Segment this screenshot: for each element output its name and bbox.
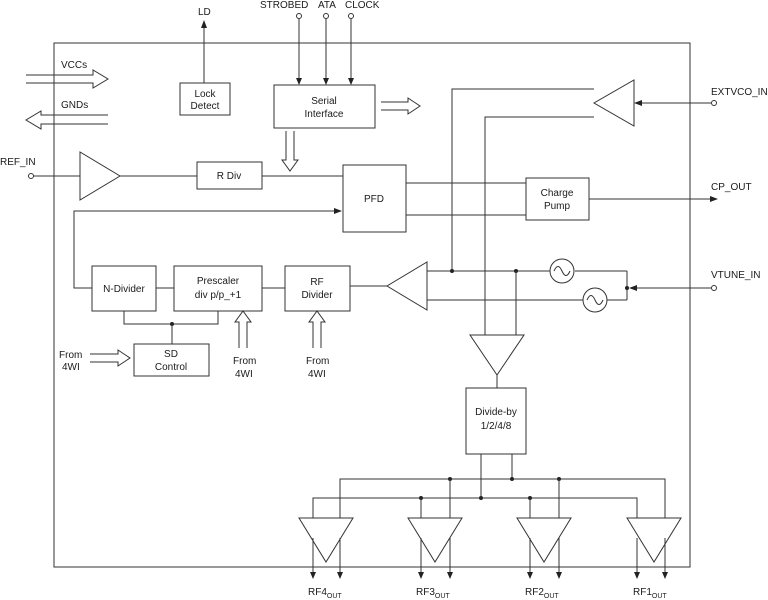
pin-extvco-in xyxy=(711,100,717,106)
from-4wi-right-2: 4WI xyxy=(308,369,326,380)
sd-control-label-1: SD xyxy=(164,349,178,360)
rf2-out-label: RF2OUT xyxy=(525,587,559,600)
extvco-down-wire-2 xyxy=(484,116,594,335)
vco-tap-dot-1 xyxy=(450,269,454,273)
rf4-buffer xyxy=(298,517,354,563)
charge-pump-label-2: Pump xyxy=(544,201,571,212)
pin-strobed xyxy=(296,13,302,19)
rf1-output-arrows xyxy=(634,538,668,579)
pin-label-clock: CLOCK xyxy=(345,0,380,11)
rf-buffer xyxy=(386,261,428,311)
rf4-out-label: RF4OUT xyxy=(308,587,342,600)
vtune-arrowhead xyxy=(629,285,637,291)
from-4wi-left-1: From xyxy=(59,350,82,361)
charge-pump-label-1: Charge xyxy=(541,188,574,199)
output-driver-buffer xyxy=(469,334,525,376)
rf1-out-label: RF1OUT xyxy=(633,587,667,600)
serial-interface-block xyxy=(273,84,376,129)
vtune-node-dot xyxy=(625,286,629,290)
from-4wi-mid-2: 4WI xyxy=(235,369,253,380)
ref-buffer xyxy=(79,151,121,201)
r-div-label: R Div xyxy=(217,171,241,182)
strobed-arrowhead xyxy=(296,78,302,85)
divide-by-block xyxy=(465,387,527,455)
from-4wi-left-2: 4WI xyxy=(62,362,80,373)
rf2-buffer xyxy=(516,517,572,563)
lock-detect-block xyxy=(179,82,231,116)
from-4wi-right-1: From xyxy=(306,356,329,367)
vccs-arrow xyxy=(26,69,109,89)
prescaler-label-2: div p/p_+1 xyxy=(195,290,242,301)
divide-by-label-1: Divide-by xyxy=(475,407,517,418)
pfd-block xyxy=(342,164,407,233)
pin-label-ref-in: REF_IN xyxy=(0,157,36,168)
pin-clock xyxy=(348,13,354,19)
ata-arrowhead xyxy=(323,78,329,85)
vccs-label: VCCs xyxy=(61,60,87,71)
extvco-buffer xyxy=(592,79,635,127)
pin-label-strobed: STROBED xyxy=(260,0,308,11)
vco1-sine-icon xyxy=(553,266,571,276)
gnds-arrow xyxy=(25,110,108,130)
serial-down-arrow xyxy=(281,131,299,172)
ld-arrowhead xyxy=(201,20,207,28)
feedback-arrowhead xyxy=(334,208,342,214)
rf1-buffer xyxy=(626,517,682,563)
divide-by-label-2: 1/2/4/8 xyxy=(481,421,512,432)
vco2-sine-icon xyxy=(586,295,604,305)
rf3-output-arrows xyxy=(418,538,453,579)
rf3-out-label: RF3OUT xyxy=(416,587,450,600)
clock-arrowhead xyxy=(348,78,354,85)
pin-label-vtune-in: VTUNE_IN xyxy=(711,270,760,281)
upper-bus-dot-2 xyxy=(510,477,514,481)
lower-output-bus xyxy=(312,497,638,518)
feedback-wire xyxy=(73,210,336,289)
pin-label-ld: LD xyxy=(198,7,211,18)
cp-out-arrowhead xyxy=(710,196,718,202)
prescaler-block xyxy=(173,265,263,312)
rf-divider-label-1: RF xyxy=(310,277,323,288)
prescaler-label-1: Prescaler xyxy=(197,276,240,287)
n-divider-block xyxy=(91,265,157,312)
extvco-arrowhead xyxy=(634,100,642,106)
pin-ref-in xyxy=(28,173,34,179)
pin-label-extvco-in: EXTVCO_IN xyxy=(711,87,768,98)
serial-out-arrow xyxy=(381,97,421,115)
rf3-buffer xyxy=(407,517,463,563)
from-4wi-rfdiv-arrow xyxy=(308,310,326,348)
pfd-label: PFD xyxy=(364,194,384,205)
rf4-output-arrows xyxy=(310,538,343,579)
pin-vtune-in xyxy=(711,285,717,291)
from-4wi-mid-1: From xyxy=(233,356,256,367)
extvco-buffer-out-wire xyxy=(451,88,594,271)
sd-control-bus xyxy=(123,311,219,325)
serial-interface-label-2: Interface xyxy=(305,109,344,120)
charge-pump-block xyxy=(525,177,590,221)
rf2-output-arrows xyxy=(527,538,562,579)
pin-label-cp-out: CP_OUT xyxy=(711,182,752,193)
gnds-label: GNDs xyxy=(61,100,88,111)
pin-label-ata: ATA xyxy=(318,0,336,11)
lower-bus-dot-2 xyxy=(479,496,483,500)
chip-outline xyxy=(53,42,691,568)
lock-detect-label-2: Detect xyxy=(191,101,220,112)
lock-detect-label-1: Lock xyxy=(194,89,216,100)
r-div-block xyxy=(196,161,263,190)
sd-control-block xyxy=(133,343,210,377)
serial-interface-label-1: Serial xyxy=(311,96,337,107)
from-4wi-left-arrow xyxy=(90,349,131,367)
sd-control-label-2: Control xyxy=(155,362,187,373)
from-4wi-prescaler-arrow xyxy=(234,310,252,348)
n-divider-label: N-Divider xyxy=(103,284,145,295)
rf-divider-block xyxy=(284,265,351,312)
pin-ata xyxy=(323,13,329,19)
rf-divider-label-2: Divider xyxy=(301,290,333,301)
